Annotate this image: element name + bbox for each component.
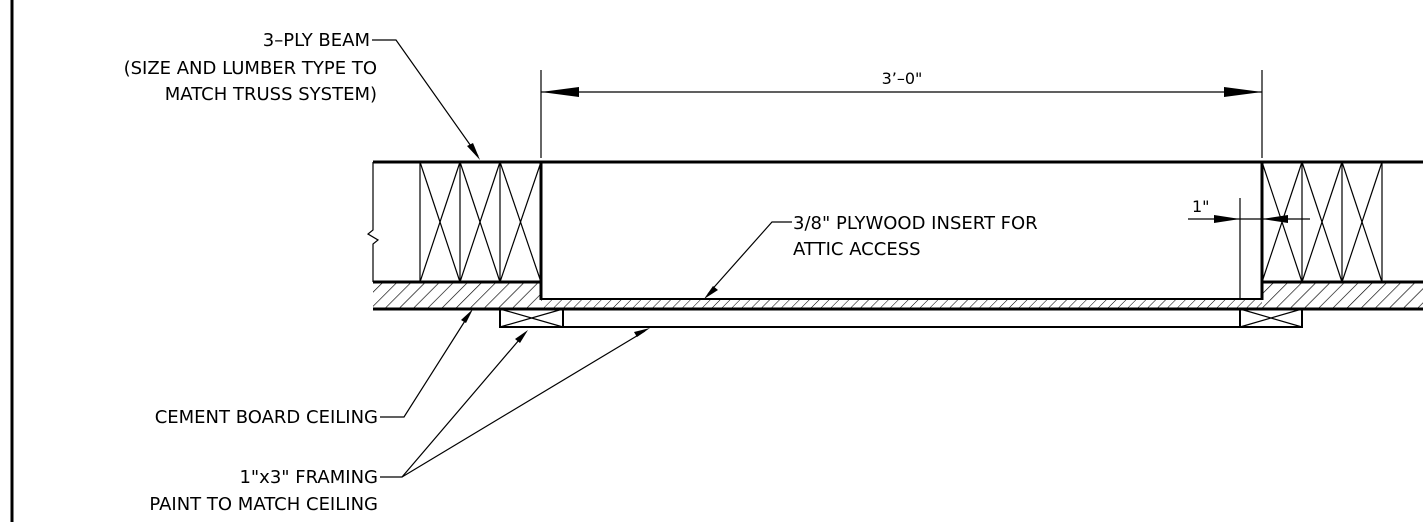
beam-label-line1: 3–PLY BEAM: [263, 30, 370, 51]
cement-label: CEMENT BOARD CEILING: [155, 407, 378, 428]
left-beam: [366, 160, 543, 300]
beam-label-line2: (SIZE AND LUMBER TYPE TO: [124, 58, 377, 79]
framing-label-line1: 1"x3" FRAMING: [239, 467, 378, 488]
opening-width-dimension: [540, 70, 1263, 158]
beam-leader: [372, 39, 480, 160]
plywood-insert: [541, 298, 1262, 311]
plywood-label-line1: 3/8" PLYWOOD INSERT FOR: [793, 213, 1038, 234]
right-beam: [1260, 160, 1423, 300]
cement-leader: [380, 309, 473, 418]
gap-label: 1": [1192, 197, 1210, 216]
framing-strip: [499, 308, 1303, 328]
opening-width-label: 3’–0": [882, 69, 923, 88]
framing-leader: [380, 328, 650, 478]
cement-board-ceiling: [373, 282, 1423, 311]
beam-label-line3: MATCH TRUSS SYSTEM): [165, 84, 377, 105]
gap-dimension: [1188, 198, 1310, 298]
plywood-leader: [704, 221, 792, 299]
plywood-label-line2: ATTIC ACCESS: [793, 239, 921, 260]
framing-label-line2: PAINT TO MATCH CEILING: [149, 494, 378, 515]
